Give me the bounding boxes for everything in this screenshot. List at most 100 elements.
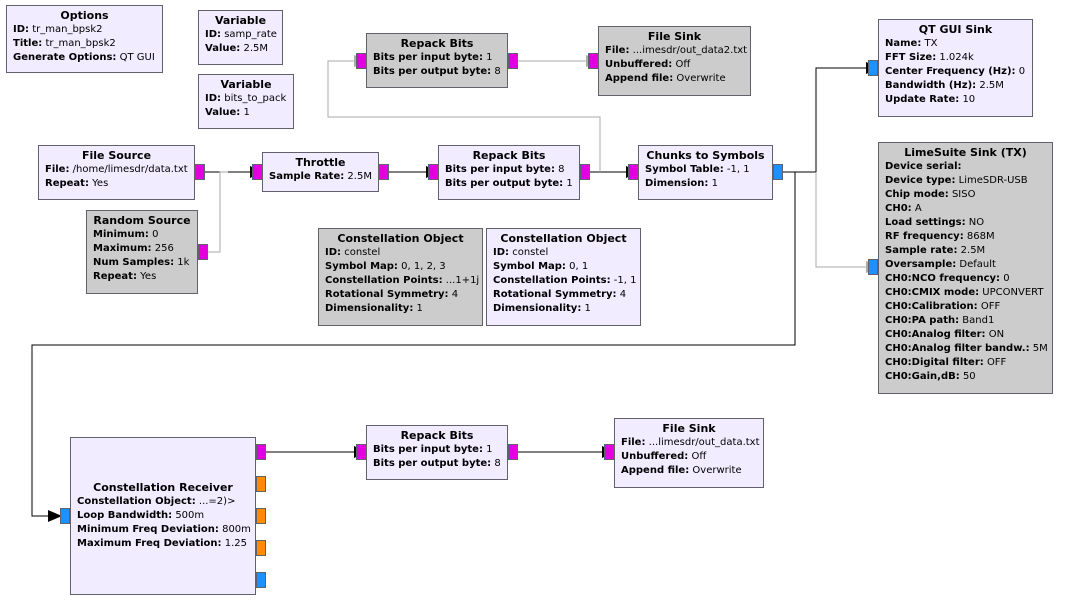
param-row: RF frequency: 868M — [885, 231, 995, 242]
param-row: ID: tr_man_bpsk2 — [13, 24, 103, 35]
port-in[interactable] — [60, 508, 70, 524]
param-row: Dimensionality: 1 — [325, 303, 423, 314]
param-row: Unbuffered: Off — [621, 451, 707, 462]
block-params: ID: samp_rate Value: 2.5M — [199, 28, 282, 56]
port-in[interactable] — [428, 164, 438, 180]
param-row: Symbol Table: -1, 1 — [645, 164, 750, 175]
block-params: ID: constel Symbol Map: 0, 1, 2, 3 Const… — [319, 246, 482, 316]
block-title: LimeSuite Sink (TX) — [904, 146, 1027, 159]
param-row: Sample rate: 2.5M — [885, 245, 986, 256]
port-out[interactable] — [256, 540, 266, 556]
param-row: Value: 2.5M — [205, 43, 268, 54]
param-row: ID: constel — [325, 247, 381, 258]
param-row: CH0:PA path: Band1 — [885, 315, 995, 326]
block-title: Repack Bits — [472, 149, 546, 162]
block-title: Options — [60, 9, 109, 22]
block-throttle[interactable]: Throttle Sample Rate: 2.5M — [262, 152, 379, 192]
block-file-sink-top[interactable]: File Sink File: ...imesdr/out_data2.txt … — [598, 26, 751, 96]
block-title: Chunks to Symbols — [646, 149, 765, 162]
port-out[interactable] — [508, 53, 518, 69]
block-file-sink-bottom[interactable]: File Sink File: ...limesdr/out_data.txt … — [614, 418, 764, 488]
param-row: Title: tr_man_bpsk2 — [13, 38, 116, 49]
wire-repack-repacktop[interactable] — [327, 55, 601, 172]
param-row: File: ...limesdr/out_data.txt — [621, 437, 760, 448]
block-file-source[interactable]: File Source File: /home/limesdr/data.txt… — [38, 145, 195, 200]
block-params: Constellation Object: ...=2)> Loop Bandw… — [71, 495, 255, 551]
param-row: Bits per input byte: 8 — [445, 164, 565, 175]
param-row: Device serial: — [885, 161, 962, 172]
block-options[interactable]: Options ID: tr_man_bpsk2 Title: tr_man_b… — [6, 5, 163, 73]
block-params: Bits per input byte: 1 Bits per output b… — [367, 443, 507, 471]
port-out[interactable] — [195, 164, 205, 180]
param-row: Bits per input byte: 1 — [373, 52, 493, 63]
param-row: CH0:CMIX mode: UPCONVERT — [885, 287, 1044, 298]
port-out[interactable] — [256, 444, 266, 460]
block-repack-bits-mid[interactable]: Repack Bits Bits per input byte: 8 Bits … — [438, 145, 580, 200]
block-repack-bits-bottom[interactable]: Repack Bits Bits per input byte: 1 Bits … — [366, 425, 508, 480]
block-repack-bits-top[interactable]: Repack Bits Bits per input byte: 1 Bits … — [366, 33, 508, 88]
port-in[interactable] — [628, 164, 638, 180]
block-params: Symbol Table: -1, 1 Dimension: 1 — [639, 163, 772, 191]
param-row: Value: 1 — [205, 107, 250, 118]
param-row: Bits per output byte: 1 — [445, 178, 573, 189]
param-row: Symbol Map: 0, 1, 2, 3 — [325, 261, 446, 272]
param-row: Symbol Map: 0, 1 — [493, 261, 589, 272]
param-row: Repeat: Yes — [93, 271, 157, 282]
block-qt-gui-sink[interactable]: QT GUI Sink Name: TX FFT Size: 1.024k Ce… — [878, 19, 1033, 117]
block-params: ID: bits_to_pack Value: 1 — [199, 92, 293, 120]
port-in[interactable] — [356, 444, 366, 460]
param-row: CH0:Analog filter bandw.: 5M — [885, 343, 1048, 354]
param-row: Constellation Object: ...=2)> — [77, 496, 236, 507]
port-out[interactable] — [256, 476, 266, 492]
port-out[interactable] — [256, 508, 266, 524]
param-row: CH0:Analog filter: ON — [885, 329, 1005, 340]
param-row: Append file: Overwrite — [605, 73, 726, 84]
param-row: Device type: LimeSDR-USB — [885, 175, 1028, 186]
block-constellation-object-2[interactable]: Constellation Object ID: constel Symbol … — [486, 228, 641, 326]
param-row: Sample Rate: 2.5M — [269, 171, 372, 182]
param-row: ID: constel — [493, 247, 549, 258]
param-row: Bits per output byte: 8 — [373, 458, 501, 469]
port-in[interactable] — [252, 164, 262, 180]
port-in[interactable] — [868, 60, 878, 76]
param-row: CH0:Calibration: OFF — [885, 301, 1001, 312]
wire-chunks-qtgui[interactable] — [783, 62, 880, 173]
block-limesuite-sink[interactable]: LimeSuite Sink (TX) Device serial: Devic… — [878, 142, 1053, 394]
param-row: ID: bits_to_pack — [205, 93, 287, 104]
param-row: Dimensionality: 1 — [493, 303, 591, 314]
block-constellation-receiver[interactable]: Constellation Receiver Constellation Obj… — [70, 437, 256, 595]
block-random-source[interactable]: Random Source Minimum: 0 Maximum: 256 Nu… — [86, 210, 198, 294]
port-out[interactable] — [773, 164, 783, 180]
param-row: CH0:Digital filter: OFF — [885, 357, 1007, 368]
block-variable-samp-rate[interactable]: Variable ID: samp_rate Value: 2.5M — [198, 10, 283, 65]
port-in[interactable] — [604, 444, 614, 460]
param-row: Minimum Freq Deviation: 800m — [77, 524, 251, 535]
port-out[interactable] — [580, 164, 590, 180]
param-row: Bandwidth (Hz): 2.5M — [885, 80, 1004, 91]
param-row: Repeat: Yes — [45, 178, 109, 189]
port-out[interactable] — [256, 572, 266, 588]
wire-chunks-limesuite[interactable] — [815, 172, 880, 273]
port-out[interactable] — [198, 244, 208, 260]
param-row: Rotational Symmetry: 4 — [493, 289, 627, 300]
param-row: Chip mode: SISO — [885, 189, 976, 200]
block-constellation-object-1[interactable]: Constellation Object ID: constel Symbol … — [318, 228, 483, 326]
port-out[interactable] — [508, 444, 518, 460]
param-row: Update Rate: 10 — [885, 94, 976, 105]
block-params: Name: TX FFT Size: 1.024k Center Frequen… — [879, 37, 1032, 107]
wire-chunks-constrx[interactable] — [31, 171, 796, 522]
block-title: Repack Bits — [400, 37, 474, 50]
param-row: Rotational Symmetry: 4 — [325, 289, 459, 300]
port-in[interactable] — [356, 53, 366, 69]
block-variable-bits-to-pack[interactable]: Variable ID: bits_to_pack Value: 1 — [198, 74, 294, 129]
param-row: Name: TX — [885, 38, 938, 49]
port-in[interactable] — [868, 259, 878, 275]
wire-random-throttle[interactable] — [208, 171, 228, 253]
port-in[interactable] — [588, 53, 598, 69]
port-out[interactable] — [379, 164, 389, 180]
block-params: Bits per input byte: 1 Bits per output b… — [367, 51, 507, 79]
block-title: File Sink — [662, 422, 716, 435]
block-chunks-to-symbols[interactable]: Chunks to Symbols Symbol Table: -1, 1 Di… — [638, 145, 773, 200]
